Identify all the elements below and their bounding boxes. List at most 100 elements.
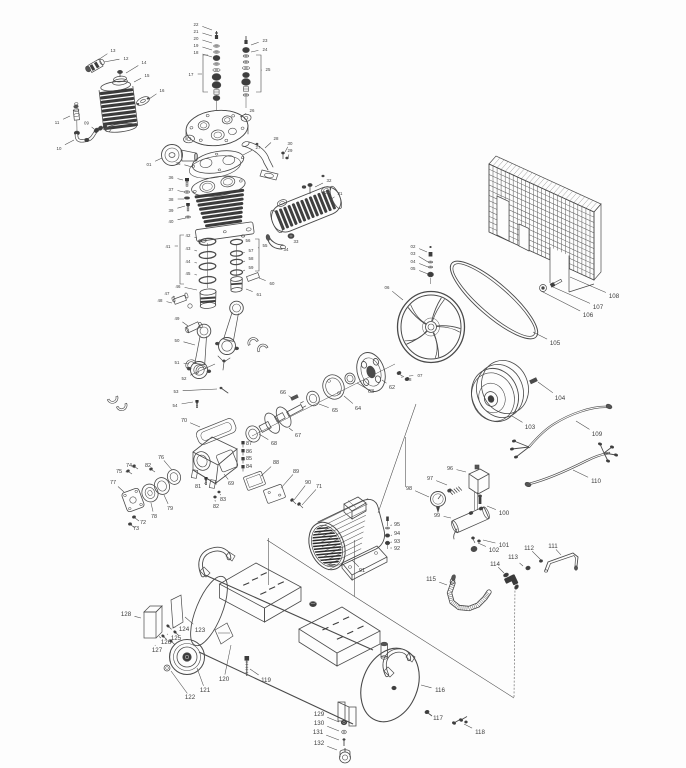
svg-text:79: 79	[167, 506, 173, 512]
svg-text:71: 71	[316, 484, 322, 490]
svg-text:120: 120	[219, 676, 230, 683]
svg-text:77: 77	[110, 480, 116, 486]
svg-text:56: 56	[246, 238, 251, 243]
svg-text:70: 70	[181, 418, 187, 424]
svg-text:50: 50	[175, 338, 180, 343]
svg-text:32: 32	[327, 178, 332, 183]
svg-text:103: 103	[525, 424, 536, 431]
svg-text:90: 90	[305, 480, 311, 486]
svg-text:129: 129	[314, 711, 325, 718]
svg-text:52: 52	[182, 376, 187, 381]
svg-text:106: 106	[583, 312, 594, 319]
svg-text:117: 117	[433, 715, 443, 722]
svg-text:05: 05	[411, 266, 416, 271]
svg-text:33: 33	[294, 239, 299, 244]
svg-text:94: 94	[394, 531, 400, 537]
svg-text:82: 82	[213, 504, 219, 510]
svg-text:07: 07	[418, 373, 423, 378]
svg-text:122: 122	[185, 694, 196, 701]
svg-text:109: 109	[592, 431, 603, 438]
svg-text:93: 93	[394, 539, 400, 545]
svg-text:105: 105	[550, 340, 561, 347]
svg-text:17: 17	[189, 72, 194, 77]
svg-text:35: 35	[176, 161, 181, 166]
svg-text:26: 26	[250, 108, 255, 113]
svg-text:125: 125	[171, 635, 182, 642]
svg-text:68: 68	[271, 441, 277, 447]
svg-text:59: 59	[249, 265, 254, 270]
svg-text:131: 131	[313, 729, 324, 736]
svg-text:98: 98	[406, 486, 412, 492]
svg-text:91: 91	[359, 568, 365, 574]
svg-text:18: 18	[194, 50, 199, 55]
svg-text:61: 61	[257, 292, 262, 297]
svg-text:09: 09	[84, 120, 89, 125]
svg-text:63: 63	[368, 389, 374, 395]
svg-text:81: 81	[195, 484, 201, 490]
svg-text:113: 113	[508, 554, 518, 561]
svg-text:16: 16	[160, 88, 165, 93]
svg-text:47: 47	[165, 291, 170, 296]
svg-text:15: 15	[145, 73, 150, 78]
svg-text:126: 126	[161, 639, 172, 646]
svg-text:84: 84	[246, 464, 252, 470]
svg-text:128: 128	[121, 611, 132, 618]
svg-text:19: 19	[194, 43, 199, 48]
svg-text:45: 45	[186, 271, 191, 276]
svg-text:123: 123	[195, 627, 206, 634]
svg-text:107: 107	[593, 304, 604, 311]
svg-text:29: 29	[288, 148, 293, 153]
svg-text:124: 124	[179, 626, 190, 633]
svg-text:30: 30	[288, 141, 293, 146]
svg-text:82: 82	[145, 463, 151, 469]
svg-text:53: 53	[174, 389, 179, 394]
svg-text:46: 46	[176, 284, 181, 289]
svg-text:67: 67	[295, 433, 301, 439]
svg-text:121: 121	[200, 687, 211, 694]
svg-text:44: 44	[186, 259, 191, 264]
svg-text:27: 27	[256, 145, 261, 150]
svg-text:24: 24	[263, 47, 268, 52]
svg-text:96: 96	[447, 466, 453, 472]
svg-text:06: 06	[385, 285, 390, 290]
svg-text:23: 23	[263, 38, 268, 43]
svg-text:110: 110	[591, 478, 601, 485]
svg-text:31: 31	[338, 191, 343, 196]
svg-text:108: 108	[609, 293, 620, 300]
svg-text:104: 104	[555, 395, 566, 402]
svg-text:88: 88	[273, 460, 279, 466]
svg-text:64: 64	[355, 406, 361, 412]
svg-text:11: 11	[55, 120, 60, 125]
svg-text:51: 51	[175, 360, 180, 365]
svg-text:111: 111	[548, 543, 558, 550]
svg-text:08: 08	[407, 377, 412, 382]
svg-text:72: 72	[140, 520, 146, 526]
svg-text:62: 62	[389, 385, 395, 391]
svg-text:40: 40	[169, 219, 174, 224]
svg-text:34: 34	[284, 247, 289, 252]
svg-text:02: 02	[411, 244, 416, 249]
svg-text:65: 65	[332, 408, 338, 414]
svg-text:41: 41	[166, 244, 171, 249]
svg-text:39: 39	[169, 208, 174, 213]
svg-text:127: 127	[152, 647, 163, 654]
svg-text:78: 78	[151, 514, 157, 520]
svg-text:22: 22	[194, 22, 199, 27]
svg-text:04: 04	[411, 259, 416, 264]
svg-text:114: 114	[490, 561, 500, 568]
svg-text:118: 118	[475, 729, 485, 736]
svg-text:74: 74	[126, 463, 132, 469]
svg-text:116: 116	[435, 687, 445, 694]
svg-text:48: 48	[158, 298, 163, 303]
svg-text:28: 28	[274, 136, 279, 141]
svg-text:54: 54	[173, 403, 178, 408]
svg-text:100: 100	[499, 510, 510, 517]
svg-text:13: 13	[111, 48, 116, 53]
svg-text:76: 76	[158, 455, 164, 461]
svg-text:87: 87	[246, 441, 252, 447]
svg-text:14: 14	[142, 60, 147, 65]
svg-text:101: 101	[499, 542, 510, 549]
svg-text:60: 60	[270, 281, 275, 286]
svg-text:92: 92	[394, 546, 400, 552]
svg-text:43: 43	[186, 246, 191, 251]
